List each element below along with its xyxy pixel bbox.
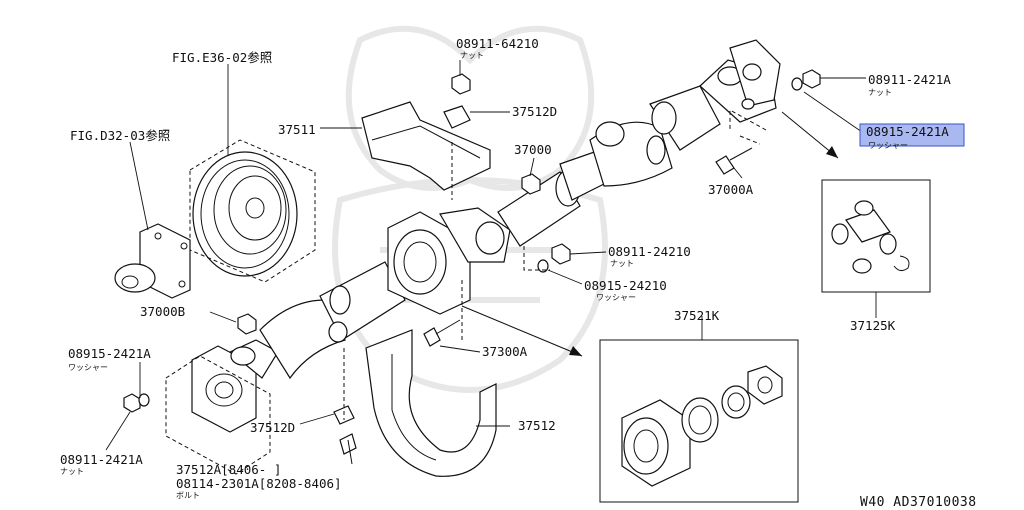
sublabel-washer-1: ワッシャー: [868, 141, 908, 150]
sublabel-washer-2: ワッシャー: [596, 293, 636, 302]
label-fig-e36[interactable]: FIG.E36-02参照: [172, 50, 272, 65]
universal-joint-spider-drawing: [831, 200, 910, 274]
sublabel-nut-2: ナット: [868, 88, 892, 97]
label-08915-2421a-left[interactable]: 08915-2421A: [68, 346, 151, 361]
label-08114-2301a-range[interactable]: 08114-2301A[8208-8406]: [176, 476, 342, 491]
label-08911-2421a-top[interactable]: 08911-2421A: [868, 72, 951, 87]
label-08915-24210[interactable]: 08915-24210: [584, 278, 667, 293]
strap-drawing: [365, 329, 497, 477]
label-37000b[interactable]: 37000B: [140, 304, 185, 319]
sublabel-bolt: ボルト: [176, 491, 200, 500]
label-37512d-bottom[interactable]: 37512D: [250, 420, 295, 435]
middle-shaft-drawing: [497, 121, 673, 247]
label-08911-64210[interactable]: 08911-64210: [456, 36, 539, 51]
part-labels: FIG.E36-02参照 FIG.D32-03参照 08911-64210 ナッ…: [60, 36, 951, 500]
rear-nut-washer: [791, 69, 821, 91]
label-37512[interactable]: 37512: [518, 418, 556, 433]
sublabel-nut-1: ナット: [460, 51, 484, 60]
label-37521k[interactable]: 37521K: [674, 308, 720, 323]
label-37125k[interactable]: 37125K: [850, 318, 896, 333]
front-yoke-drawing: [191, 339, 279, 433]
label-08911-24210[interactable]: 08911-24210: [608, 244, 691, 259]
label-37300a[interactable]: 37300A: [482, 344, 528, 359]
small-parts: [123, 73, 753, 465]
label-37000a[interactable]: 37000A: [708, 182, 754, 197]
label-08915-2421a-top-selected[interactable]: 08915-2421A: [866, 124, 949, 139]
arrows: [461, 111, 839, 357]
sublabel-nut-4: ナット: [60, 467, 84, 476]
flange-drawing: [114, 223, 191, 299]
label-37511[interactable]: 37511: [278, 122, 316, 137]
bracket-drawing: [361, 101, 491, 191]
sublabel-washer-3: ワッシャー: [68, 363, 108, 372]
leader-lines: [105, 60, 877, 451]
label-37512a-range[interactable]: 37512A[8406- ]: [176, 462, 281, 477]
highlighted-label-box: [859, 123, 965, 147]
label-37000[interactable]: 37000: [514, 142, 552, 157]
label-37512d-top[interactable]: 37512D: [512, 104, 557, 119]
pulley-drawing: [192, 151, 298, 277]
front-shaft-drawing: [259, 261, 406, 380]
label-08911-2421a-left[interactable]: 08911-2421A: [60, 452, 143, 467]
label-fig-d32[interactable]: FIG.D32-03参照: [70, 128, 170, 143]
sublabel-nut-3: ナット: [610, 259, 634, 268]
rear-shaft-drawing: [649, 39, 781, 151]
inset-box-37521k: [599, 339, 799, 503]
center-bearing-kit-drawing: [621, 365, 783, 487]
center-bearing-drawing: [387, 207, 511, 315]
diagram-code: W40 AD37010038: [860, 495, 977, 510]
